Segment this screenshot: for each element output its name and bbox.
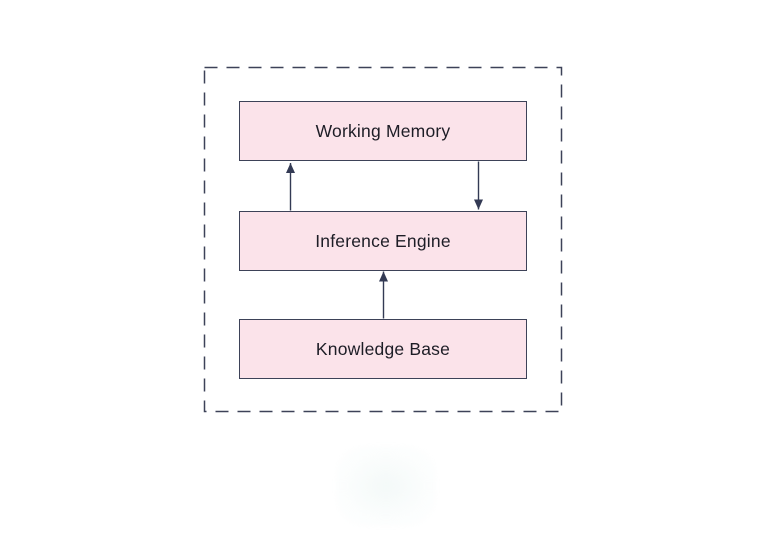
faint-blob [336,446,436,526]
node-knowledge-base-label: Knowledge Base [315,338,451,359]
node-knowledge-base: Knowledge Base [239,319,527,379]
node-working-memory: Working Memory [239,101,527,161]
dashed-frame [203,66,563,413]
node-inference-engine-label: Inference Engine [315,230,451,251]
node-inference-engine: Inference Engine [239,211,527,271]
node-working-memory-label: Working Memory [315,120,451,141]
